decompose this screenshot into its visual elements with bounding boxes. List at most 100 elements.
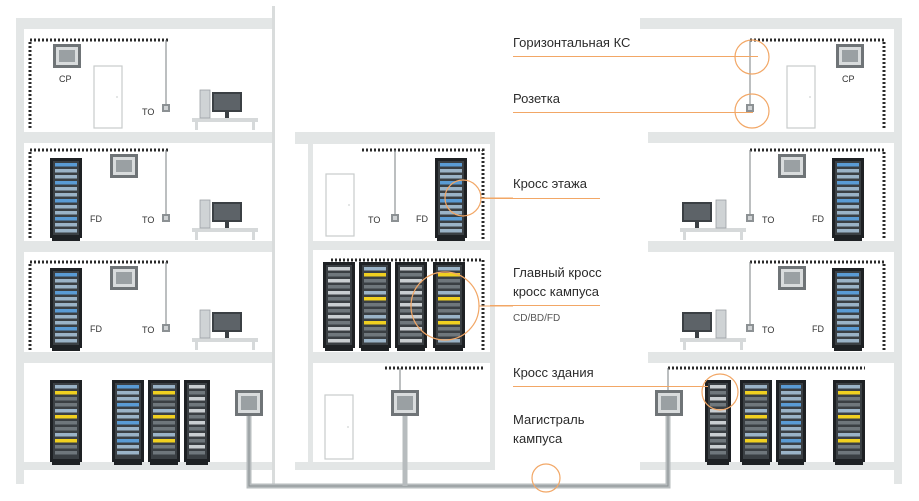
desk-leg — [252, 232, 255, 240]
rack-unit — [364, 309, 386, 313]
rack-unit — [55, 433, 77, 437]
rack-unit — [440, 199, 462, 203]
rack-unit — [838, 397, 860, 401]
rack-unit — [745, 391, 767, 395]
rack-unit — [55, 385, 77, 389]
rack-unit — [55, 409, 77, 413]
rack-unit — [837, 229, 859, 233]
rack-unit — [55, 451, 77, 455]
rack-unit — [55, 327, 77, 331]
rack-unit — [400, 327, 422, 331]
cable-tray — [28, 148, 168, 240]
rack-unit — [710, 439, 726, 443]
outlet-face — [748, 216, 752, 220]
pc-tower — [715, 309, 727, 339]
rack-unit — [837, 315, 859, 319]
rack-unit — [55, 193, 77, 197]
rack-unit — [837, 303, 859, 307]
to-label: TO — [142, 107, 154, 117]
rack-unit — [838, 403, 860, 407]
rack-unit — [440, 217, 462, 221]
rack-unit — [781, 433, 801, 437]
rack-base — [742, 462, 770, 465]
rack-unit — [117, 433, 139, 437]
rack-unit — [55, 321, 77, 325]
backbone-label-line1: Магистраль — [513, 412, 585, 427]
rack-unit — [189, 385, 205, 389]
rack-unit — [117, 439, 139, 443]
cable-tray — [750, 38, 886, 130]
rack-unit — [440, 169, 462, 173]
rack-unit — [328, 333, 350, 337]
rack-unit — [781, 385, 801, 389]
desk-leg — [740, 342, 743, 350]
rack-unit — [400, 315, 422, 319]
rack-unit — [400, 333, 422, 337]
rack-unit — [781, 409, 801, 413]
highlight-circle — [734, 39, 770, 75]
rack-unit — [837, 279, 859, 283]
highlight-circle — [531, 463, 561, 493]
rack-unit — [364, 303, 386, 307]
rack-unit — [153, 421, 175, 425]
rack-unit — [55, 439, 77, 443]
left-floor-slab — [24, 352, 272, 363]
middle-ground — [295, 462, 495, 470]
rack-base — [52, 348, 80, 351]
rack-base — [437, 238, 465, 241]
rack-unit — [117, 385, 139, 389]
rack-unit — [440, 181, 462, 185]
desk-leg — [252, 122, 255, 130]
rack-unit — [117, 403, 139, 407]
rack-unit — [710, 397, 726, 401]
rack-unit — [440, 163, 462, 167]
rack-unit — [55, 339, 77, 343]
rack-unit — [328, 309, 350, 313]
rack-unit — [710, 445, 726, 449]
rack-unit — [364, 273, 386, 277]
rack-unit — [400, 339, 422, 343]
monitor-screen — [684, 314, 710, 330]
rack-unit — [55, 427, 77, 431]
monitor-stand — [225, 222, 229, 228]
rack-unit — [438, 291, 460, 295]
rack-unit — [837, 291, 859, 295]
rack-unit — [328, 297, 350, 301]
rack-inner — [835, 161, 861, 235]
left-wall — [16, 29, 24, 484]
rack-unit — [189, 397, 205, 401]
rack-unit — [837, 175, 859, 179]
rack-unit — [837, 297, 859, 301]
cable-tray — [750, 148, 886, 240]
rack-unit — [328, 327, 350, 331]
wall-box-window — [116, 160, 132, 172]
middle-wall — [308, 144, 313, 462]
rack-unit — [153, 403, 175, 407]
rack-unit — [837, 273, 859, 277]
rack-unit — [438, 339, 460, 343]
rack-unit — [838, 445, 860, 449]
rack-unit — [400, 285, 422, 289]
rack-unit — [117, 415, 139, 419]
rack-unit — [745, 415, 767, 419]
wall-box-window — [784, 272, 800, 284]
rack-unit — [837, 309, 859, 313]
rack-unit — [838, 439, 860, 443]
rack-base — [52, 238, 80, 241]
rack-unit — [364, 321, 386, 325]
rack-base — [186, 462, 208, 465]
to-label: TO — [762, 325, 774, 335]
rack-base — [114, 462, 142, 465]
rack-unit — [745, 451, 767, 455]
rack-unit — [55, 175, 77, 179]
rack-unit — [117, 409, 139, 413]
rack-unit — [189, 409, 205, 413]
rack-unit — [55, 421, 77, 425]
rack-unit — [117, 427, 139, 431]
rack-unit — [364, 339, 386, 343]
rack-unit — [117, 391, 139, 395]
rack-unit — [328, 321, 350, 325]
rack-unit — [440, 205, 462, 209]
horizontal-ks-underline — [513, 56, 758, 57]
